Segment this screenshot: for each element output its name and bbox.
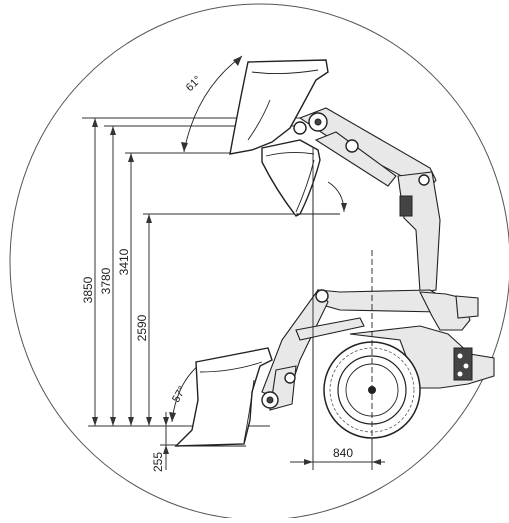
arrow-840-right	[372, 459, 381, 465]
raised-bucket-rollback	[261, 139, 340, 217]
arrow-3780-bottom	[110, 417, 116, 426]
bucket-top-edge	[247, 99, 271, 141]
label-3850: 3850	[81, 276, 95, 303]
label-3780: 3780	[99, 267, 113, 294]
label-2590: 2590	[135, 314, 149, 341]
raised-cylinder	[314, 131, 397, 187]
label-255: 255	[151, 452, 165, 472]
arc-upper-small	[327, 181, 345, 213]
arrow-3850-top	[92, 118, 98, 127]
arrow-61-top	[233, 56, 242, 66]
arrow-3850-bottom	[92, 417, 98, 426]
tractor-bolt-3	[457, 371, 463, 377]
bucket-mid-outline	[261, 139, 321, 217]
lower-pivot-top	[315, 289, 329, 303]
bucket-mid-rib	[265, 151, 315, 157]
arrow-3410-top	[128, 153, 134, 162]
angle-upper-arc	[327, 181, 347, 213]
arrow-61-bottom	[181, 142, 188, 152]
raised-bucket-dump	[229, 59, 329, 155]
tractor-box	[453, 347, 473, 381]
bucket-top-outline	[229, 59, 329, 155]
bucket-low-back	[243, 379, 255, 443]
lower-pivot-bucket-pin	[266, 396, 274, 404]
label-61: 61°	[184, 74, 204, 94]
raised-pivot-tilt	[293, 121, 307, 135]
arrow-3780-top	[110, 126, 116, 135]
arrow-255-bottom	[163, 445, 169, 454]
lower-pivot-mid	[284, 372, 296, 384]
tractor-bolt-2	[463, 363, 469, 369]
raised-pivot-front-pin	[314, 118, 322, 126]
arrow-57-bottom	[169, 412, 176, 422]
label-3410: 3410	[117, 248, 131, 275]
angle-61	[181, 55, 243, 153]
vertical-dimensions	[82, 117, 300, 470]
bucket-low-outline	[174, 347, 273, 447]
tractor-bolt-1	[457, 353, 463, 359]
arrow-255-top	[163, 417, 169, 426]
arrow-2590-bottom	[146, 417, 152, 426]
bucket-low-rib	[199, 361, 263, 373]
arrow-3410-bottom	[128, 417, 134, 426]
raised-pivot-top	[418, 174, 430, 186]
front-wheel	[323, 250, 421, 440]
bucket-top-rib	[251, 69, 319, 75]
arc-61	[183, 55, 243, 153]
label-57: 57°	[170, 384, 189, 404]
raised-cylinder-mount	[399, 195, 413, 217]
raised-upright	[397, 171, 441, 293]
arrow-840-left	[304, 459, 313, 465]
raised-arm	[293, 107, 441, 293]
arrow-2590-top	[146, 214, 152, 223]
label-840: 840	[333, 446, 353, 460]
raised-pivot-mid	[345, 139, 359, 153]
lower-bucket	[174, 347, 273, 447]
arrow-upper-small	[341, 203, 347, 212]
mount-plate	[455, 295, 479, 319]
